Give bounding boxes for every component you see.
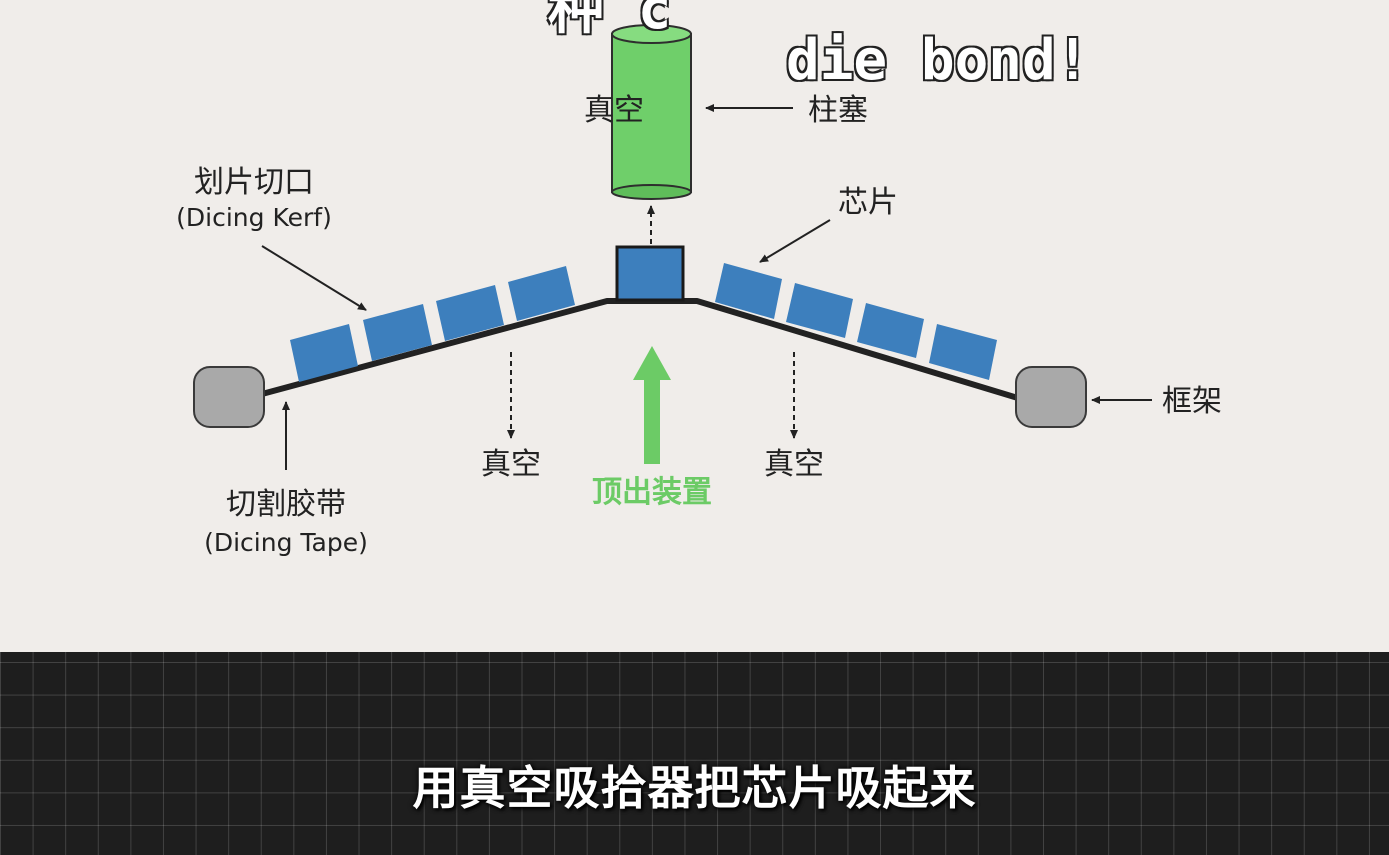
plunger-body <box>611 33 692 193</box>
vacuum-right-label: 真空 <box>764 447 824 482</box>
frame-label: 框架 <box>1162 384 1222 419</box>
frame-right <box>1015 366 1087 428</box>
tape-label-cn: 切割胶带 <box>226 487 346 522</box>
center-chip-raised <box>615 245 685 302</box>
ejector-arrow <box>633 346 671 464</box>
kerf-label-cn: 划片切口 <box>194 165 314 200</box>
frame-left <box>193 366 265 428</box>
kerf-pointer-arrow <box>261 245 367 311</box>
kerf-label-en: (Dicing Kerf) <box>176 203 332 232</box>
chip-pointer-arrow <box>759 219 831 263</box>
plunger-bottom <box>611 184 692 200</box>
chip <box>715 263 782 319</box>
overlay-text-cut: 种 c <box>548 0 672 42</box>
tape-label-en: (Dicing Tape) <box>204 528 368 557</box>
ejector-label: 顶出装置 <box>592 475 712 510</box>
vacuum-left-label: 真空 <box>481 447 541 482</box>
plunger-cylinder <box>611 24 692 200</box>
chip <box>363 304 432 361</box>
diagram-panel: 真空 柱塞 芯片 划片切口 (Dicing Kerf) <box>0 0 1389 652</box>
chip-label: 芯片 <box>838 185 898 220</box>
overlay-die-bond-text: die bond! <box>786 28 1090 93</box>
subtitle-text: 用真空吸拾器把芯片吸起来 <box>412 761 977 815</box>
chip <box>929 324 997 380</box>
chip <box>857 303 924 358</box>
plunger-label: 柱塞 <box>808 93 868 128</box>
left-chips <box>290 266 575 382</box>
chip <box>436 285 504 341</box>
right-chips <box>715 263 997 380</box>
chip <box>786 283 853 338</box>
chip <box>290 324 358 382</box>
plunger-top <box>611 24 692 44</box>
subtitle-bar <box>0 652 1389 855</box>
die-pickup-diagram: 真空 柱塞 芯片 划片切口 (Dicing Kerf) <box>176 24 1222 557</box>
vacuum-top-label: 真空 <box>584 93 644 128</box>
chip <box>508 266 575 321</box>
